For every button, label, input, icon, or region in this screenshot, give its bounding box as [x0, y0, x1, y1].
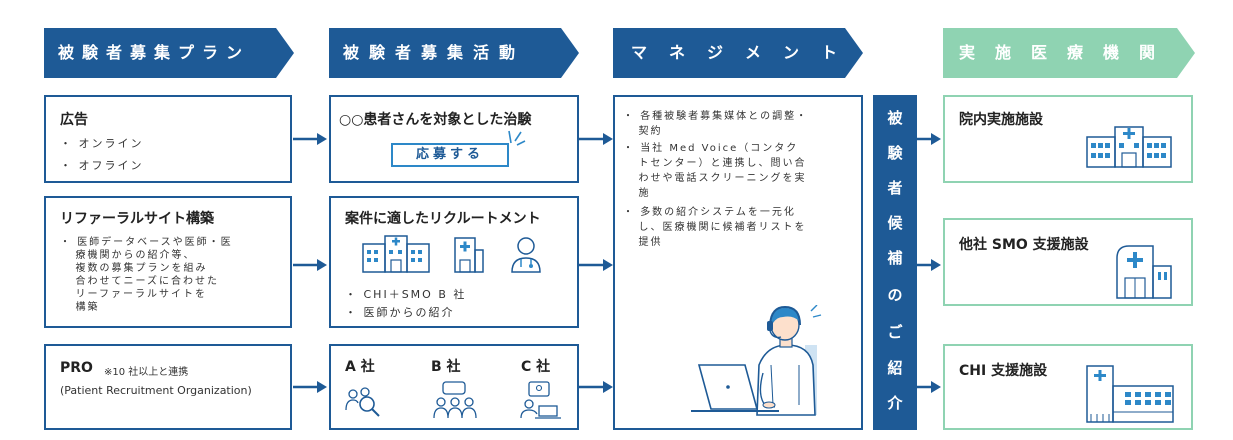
management-bullet: ・ 各種被験者募集媒体との調整・ 契約: [623, 111, 809, 137]
activity-recruit-item: ・ 医師からの紹介: [345, 306, 455, 319]
band-char: 験: [887, 144, 903, 162]
group-discussion-icon: [433, 381, 477, 419]
institution-smo-label: 他社 SMO 支援施設: [959, 237, 1089, 253]
apply-button[interactable]: 応募する: [391, 143, 509, 167]
activity-recruit-item: ・ CHI＋SMO B 社: [345, 288, 467, 301]
clinic-icon: [1116, 245, 1172, 299]
header-institution-label: 実施医療機関: [959, 43, 1176, 62]
institution-smo-box: 他社 SMO 支援施設: [943, 218, 1193, 306]
arrow-activity-recruit: [579, 259, 613, 271]
arrow-band-institution-2: [917, 259, 941, 271]
plan-ad-item: ・ オフライン: [60, 159, 144, 172]
plan-referral-title: リファーラルサイト構築: [60, 211, 214, 227]
doctor-icon: [511, 237, 541, 273]
sparkle-icon: [508, 130, 526, 146]
hospital-building-icon: [1086, 126, 1172, 168]
header-management-arrow-shape: [613, 28, 863, 78]
band-char: 候: [887, 214, 903, 232]
header-activity-arrow-shape: [329, 28, 579, 78]
header-institution-arrow-shape: [943, 28, 1195, 78]
institution-inhouse-box: 院内実施施設: [943, 95, 1193, 183]
person-laptop-icon: [520, 381, 561, 419]
header-plan-label: 被験者募集プラン: [58, 43, 251, 62]
band-char: 介: [887, 394, 903, 412]
band-char: 被: [887, 109, 903, 127]
call-center-operator-icon: [691, 305, 822, 416]
activity-recruit-box: 案件に適したリクルートメント ・ CHI＋SMO B 社 ・ 医師からの紹介: [329, 196, 579, 328]
band-char: ご: [887, 323, 903, 341]
management-bullet: ・ 当社 Med Voice（コンタク トセンター）と連携し、問い合 わせや電話…: [623, 143, 807, 199]
header-institution: 実施医療機関: [943, 28, 1195, 78]
arrow-activity-trial: [579, 133, 613, 145]
institution-chi-box: CHI 支援施設: [943, 344, 1193, 430]
arrow-band-institution-1: [917, 133, 941, 145]
plan-pro-box: PRO ※10 社以上と連携 (Patient Recruitment Orga…: [44, 344, 292, 430]
hospital-building-icon: [362, 235, 430, 273]
header-management: マネジメント: [613, 28, 863, 78]
institution-chi-label: CHI 支援施設: [959, 363, 1048, 379]
band-char: 紹: [887, 359, 903, 377]
activity-trial-box: ○○患者さんを対象とした治験 応募する: [329, 95, 579, 183]
plan-pro-note: ※10 社以上と連携: [104, 367, 189, 378]
arrow-plan-referral: [293, 259, 327, 271]
apply-button-label: 応募する: [415, 147, 484, 162]
company-c-label: C 社: [521, 359, 551, 375]
arrow-plan-ad: [293, 133, 327, 145]
arrow-activity-companies: [579, 381, 613, 393]
header-plan-arrow-shape: [44, 28, 294, 78]
plan-ad-item: ・ オンライン: [60, 137, 144, 150]
band-char: の: [887, 286, 903, 304]
management-bullet: ・ 多数の紹介システムを一元化 し、医療機関に候補者リストを 提供: [623, 207, 807, 248]
plan-referral-box: リファーラルサイト構築 ・ 医師データベースや医師・医 療機関からの紹介等、 複…: [44, 196, 292, 328]
activity-recruit-title: 案件に適したリクルートメント: [345, 211, 541, 227]
plan-referral-desc: ・ 医師データベースや医師・医 療機関からの紹介等、 複数の募集プランを組み 合…: [60, 237, 233, 313]
company-b-label: B 社: [431, 359, 461, 375]
institution-inhouse-label: 院内実施施設: [959, 112, 1043, 128]
header-management-label: マネジメント: [631, 43, 860, 62]
activity-companies-box: A 社 B 社 C 社: [329, 344, 579, 430]
arrow-band-institution-3: [917, 381, 941, 393]
management-box: ・ 各種被験者募集媒体との調整・ 契約 ・ 当社 Med Voice（コンタク …: [613, 95, 863, 430]
candidate-referral-band: 被 験 者 候 補 の ご 紹 介: [873, 95, 917, 430]
arrow-plan-pro: [293, 381, 327, 393]
company-a-label: A 社: [345, 359, 375, 375]
clinic-icon: [454, 237, 484, 273]
plan-ad-title: 広告: [60, 112, 88, 128]
header-activity: 被験者募集活動: [329, 28, 579, 78]
hospital-complex-icon: [1086, 365, 1174, 423]
header-activity-label: 被験者募集活動: [343, 43, 526, 62]
band-char: 者: [887, 179, 903, 197]
header-plan: 被験者募集プラン: [44, 28, 294, 78]
activity-trial-title: ○○患者さんを対象とした治験: [339, 112, 532, 128]
plan-pro-title: PRO: [60, 360, 93, 376]
people-search-icon: [345, 387, 380, 417]
plan-ad-box: 広告 ・ オンライン ・ オフライン: [44, 95, 292, 183]
band-char: 補: [887, 249, 903, 267]
plan-pro-sub: (Patient Recruitment Organization): [60, 384, 252, 397]
